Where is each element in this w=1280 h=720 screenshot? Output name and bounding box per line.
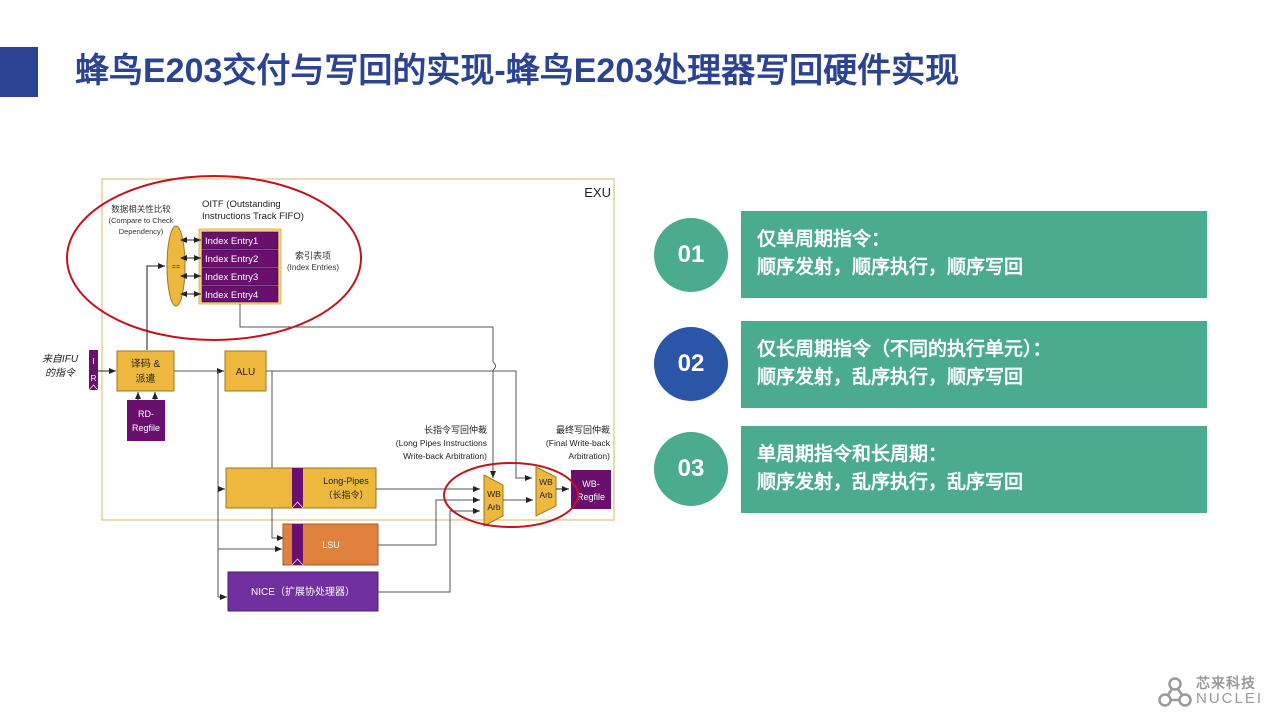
long-arb-label-en1: (Long Pipes Instructions [396, 438, 487, 448]
nuclei-logo: 芯来科技 NUCLEI [1158, 673, 1261, 709]
comparator-ellipse [166, 225, 186, 307]
final-wb-arbiter [535, 466, 557, 517]
svg-text:RD-: RD- [138, 409, 154, 419]
point-title: 单周期指令和长周期： [757, 444, 948, 465]
exu-boundary [101, 178, 615, 521]
dependency-label-cn: 数据相关性比较 [111, 204, 171, 214]
title-accent-bar [0, 47, 38, 97]
lsu-label: LSU [322, 540, 340, 550]
arbiter-highlight-ellipse [443, 462, 579, 528]
point-number-badge: 02 [654, 327, 728, 401]
svg-text:WB-: WB- [582, 479, 600, 489]
oitf-highlight-ellipse [66, 175, 362, 341]
long-arb-label-cn: 长指令写回仲裁 [424, 424, 487, 435]
slide-title: 蜂鸟E203交付与写回的实现-蜂鸟E203处理器写回硬件实现 [75, 52, 960, 90]
point-card: 仅长周期指令（不同的执行单元）： 顺序发射，乱序执行，顺序写回 [741, 321, 1207, 408]
point-number-badge: 03 [654, 432, 728, 506]
long-wb-arbiter [483, 474, 504, 527]
from-ifu-line2: 的指令 [45, 367, 76, 379]
from-ifu-line1: 来自IFU [42, 353, 79, 365]
long-pipes-line1: Long-Pipes [323, 476, 369, 486]
point-description: 顺序发射，顺序执行，顺序写回 [757, 257, 1024, 278]
final-arb-label-cn: 最终写回仲裁 [556, 424, 610, 435]
svg-text:I: I [92, 357, 94, 366]
svg-text:Arb: Arb [539, 490, 553, 500]
exu-label: EXU [584, 185, 611, 200]
index-entries-label-en: (Index Entries) [287, 263, 339, 272]
index-entry-3: Index Entry3 [205, 272, 258, 283]
nice-label: NICE（扩展协处理器） [251, 585, 355, 598]
svg-text:Regfile: Regfile [132, 423, 160, 433]
logo-name-en: NUCLEI [1196, 690, 1264, 707]
final-arb-label-en1: (Final Write-back [546, 438, 611, 448]
logo-name-cn: 芯来科技 [1196, 675, 1256, 691]
point-description: 顺序发射，乱序执行，顺序写回 [757, 367, 1024, 388]
alu-label: ALU [236, 367, 255, 378]
nice-coprocessor [227, 571, 379, 612]
decode-label-line2: 派遣 [136, 372, 156, 385]
dependency-label-en2: Dependency) [119, 227, 164, 236]
oitf-title-line2: Instructions Track FIFO) [202, 211, 304, 222]
svg-text:R: R [91, 374, 97, 383]
comparator-symbol: == [172, 264, 180, 271]
oitf-title-line1: OITF (Outstanding [202, 199, 281, 210]
point-title: 仅单周期指令： [757, 229, 891, 250]
index-entry-2: Index Entry2 [205, 254, 258, 265]
index-entries-label-cn: 索引表项 [295, 250, 331, 261]
nuclei-logo-icon [1158, 677, 1192, 707]
point-number-badge: 01 [654, 218, 728, 292]
point-card: 仅单周期指令： 顺序发射，顺序执行，顺序写回 [741, 211, 1207, 298]
svg-text:Arb: Arb [487, 502, 501, 512]
exu-writeback-diagram: EXU 数据相关性比较 (Compare to Check Dependency… [42, 175, 615, 612]
svg-text:Regfile: Regfile [577, 492, 605, 502]
rd-regfile [127, 400, 165, 441]
index-entry-4: Index Entry4 [205, 290, 258, 301]
final-arb-label-en2: Arbitration) [568, 451, 610, 461]
alu-unit [224, 350, 267, 392]
index-entry-1: Index Entry1 [205, 236, 258, 247]
long-arb-label-en2: Write-back Arbitration) [403, 451, 487, 461]
svg-text:WB: WB [487, 489, 501, 499]
long-pipes-line2: （长指令） [323, 489, 368, 500]
point-title: 仅长周期指令（不同的执行单元）： [757, 339, 1052, 360]
ir-register [89, 350, 98, 390]
point-description: 顺序发射，乱序执行，乱序写回 [757, 472, 1024, 493]
decode-dispatch-unit [116, 350, 175, 392]
point-card: 单周期指令和长周期： 顺序发射，乱序执行，乱序写回 [741, 426, 1207, 513]
decode-label-line1: 译码 & [131, 358, 161, 370]
svg-text:WB: WB [539, 477, 553, 487]
dependency-label-en1: (Compare to Check [108, 216, 173, 225]
